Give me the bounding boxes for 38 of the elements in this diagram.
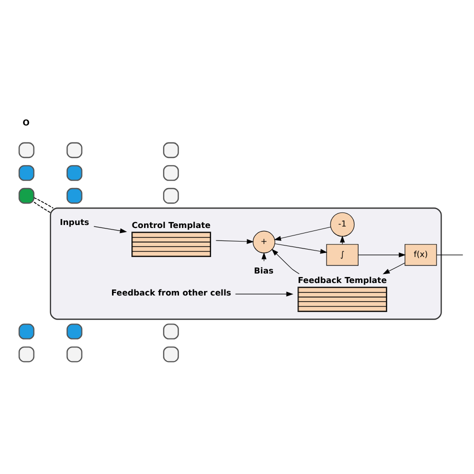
node-box bbox=[18, 323, 34, 339]
node-box bbox=[66, 323, 82, 339]
node-box bbox=[66, 187, 82, 204]
node-box bbox=[163, 323, 179, 339]
arrow bbox=[262, 252, 266, 261]
connector bbox=[34, 201, 51, 213]
node-circle: + bbox=[252, 230, 276, 253]
node-circle: -1 bbox=[330, 212, 355, 236]
node-box bbox=[163, 346, 179, 362]
arrow bbox=[272, 248, 300, 274]
node-box bbox=[163, 164, 179, 180]
node-box: ∫ bbox=[326, 244, 358, 266]
arrow bbox=[274, 226, 332, 240]
node-box bbox=[66, 346, 82, 362]
arrow bbox=[382, 262, 406, 274]
node-text: Feedback from other cells bbox=[111, 287, 232, 298]
node-text: Bias bbox=[254, 264, 274, 275]
cluster bbox=[50, 207, 442, 320]
node-box bbox=[18, 164, 34, 180]
node-box bbox=[18, 187, 34, 204]
node-box: f(x) bbox=[404, 244, 437, 266]
arrow bbox=[274, 242, 328, 254]
node-label: Feedback Template bbox=[298, 274, 387, 285]
node-box bbox=[66, 142, 82, 158]
node-label: Control Template bbox=[132, 220, 211, 230]
node-box bbox=[18, 346, 34, 362]
node-box bbox=[18, 142, 34, 158]
arrow bbox=[216, 238, 254, 244]
arrow bbox=[358, 252, 406, 257]
node-box bbox=[163, 142, 179, 158]
node-box bbox=[66, 164, 82, 180]
connector bbox=[436, 254, 464, 255]
connector bbox=[34, 196, 54, 208]
node-box bbox=[163, 187, 179, 204]
arrow bbox=[94, 226, 127, 233]
label: O bbox=[22, 116, 30, 127]
node-text: Inputs bbox=[60, 216, 90, 226]
arrow bbox=[235, 291, 294, 296]
